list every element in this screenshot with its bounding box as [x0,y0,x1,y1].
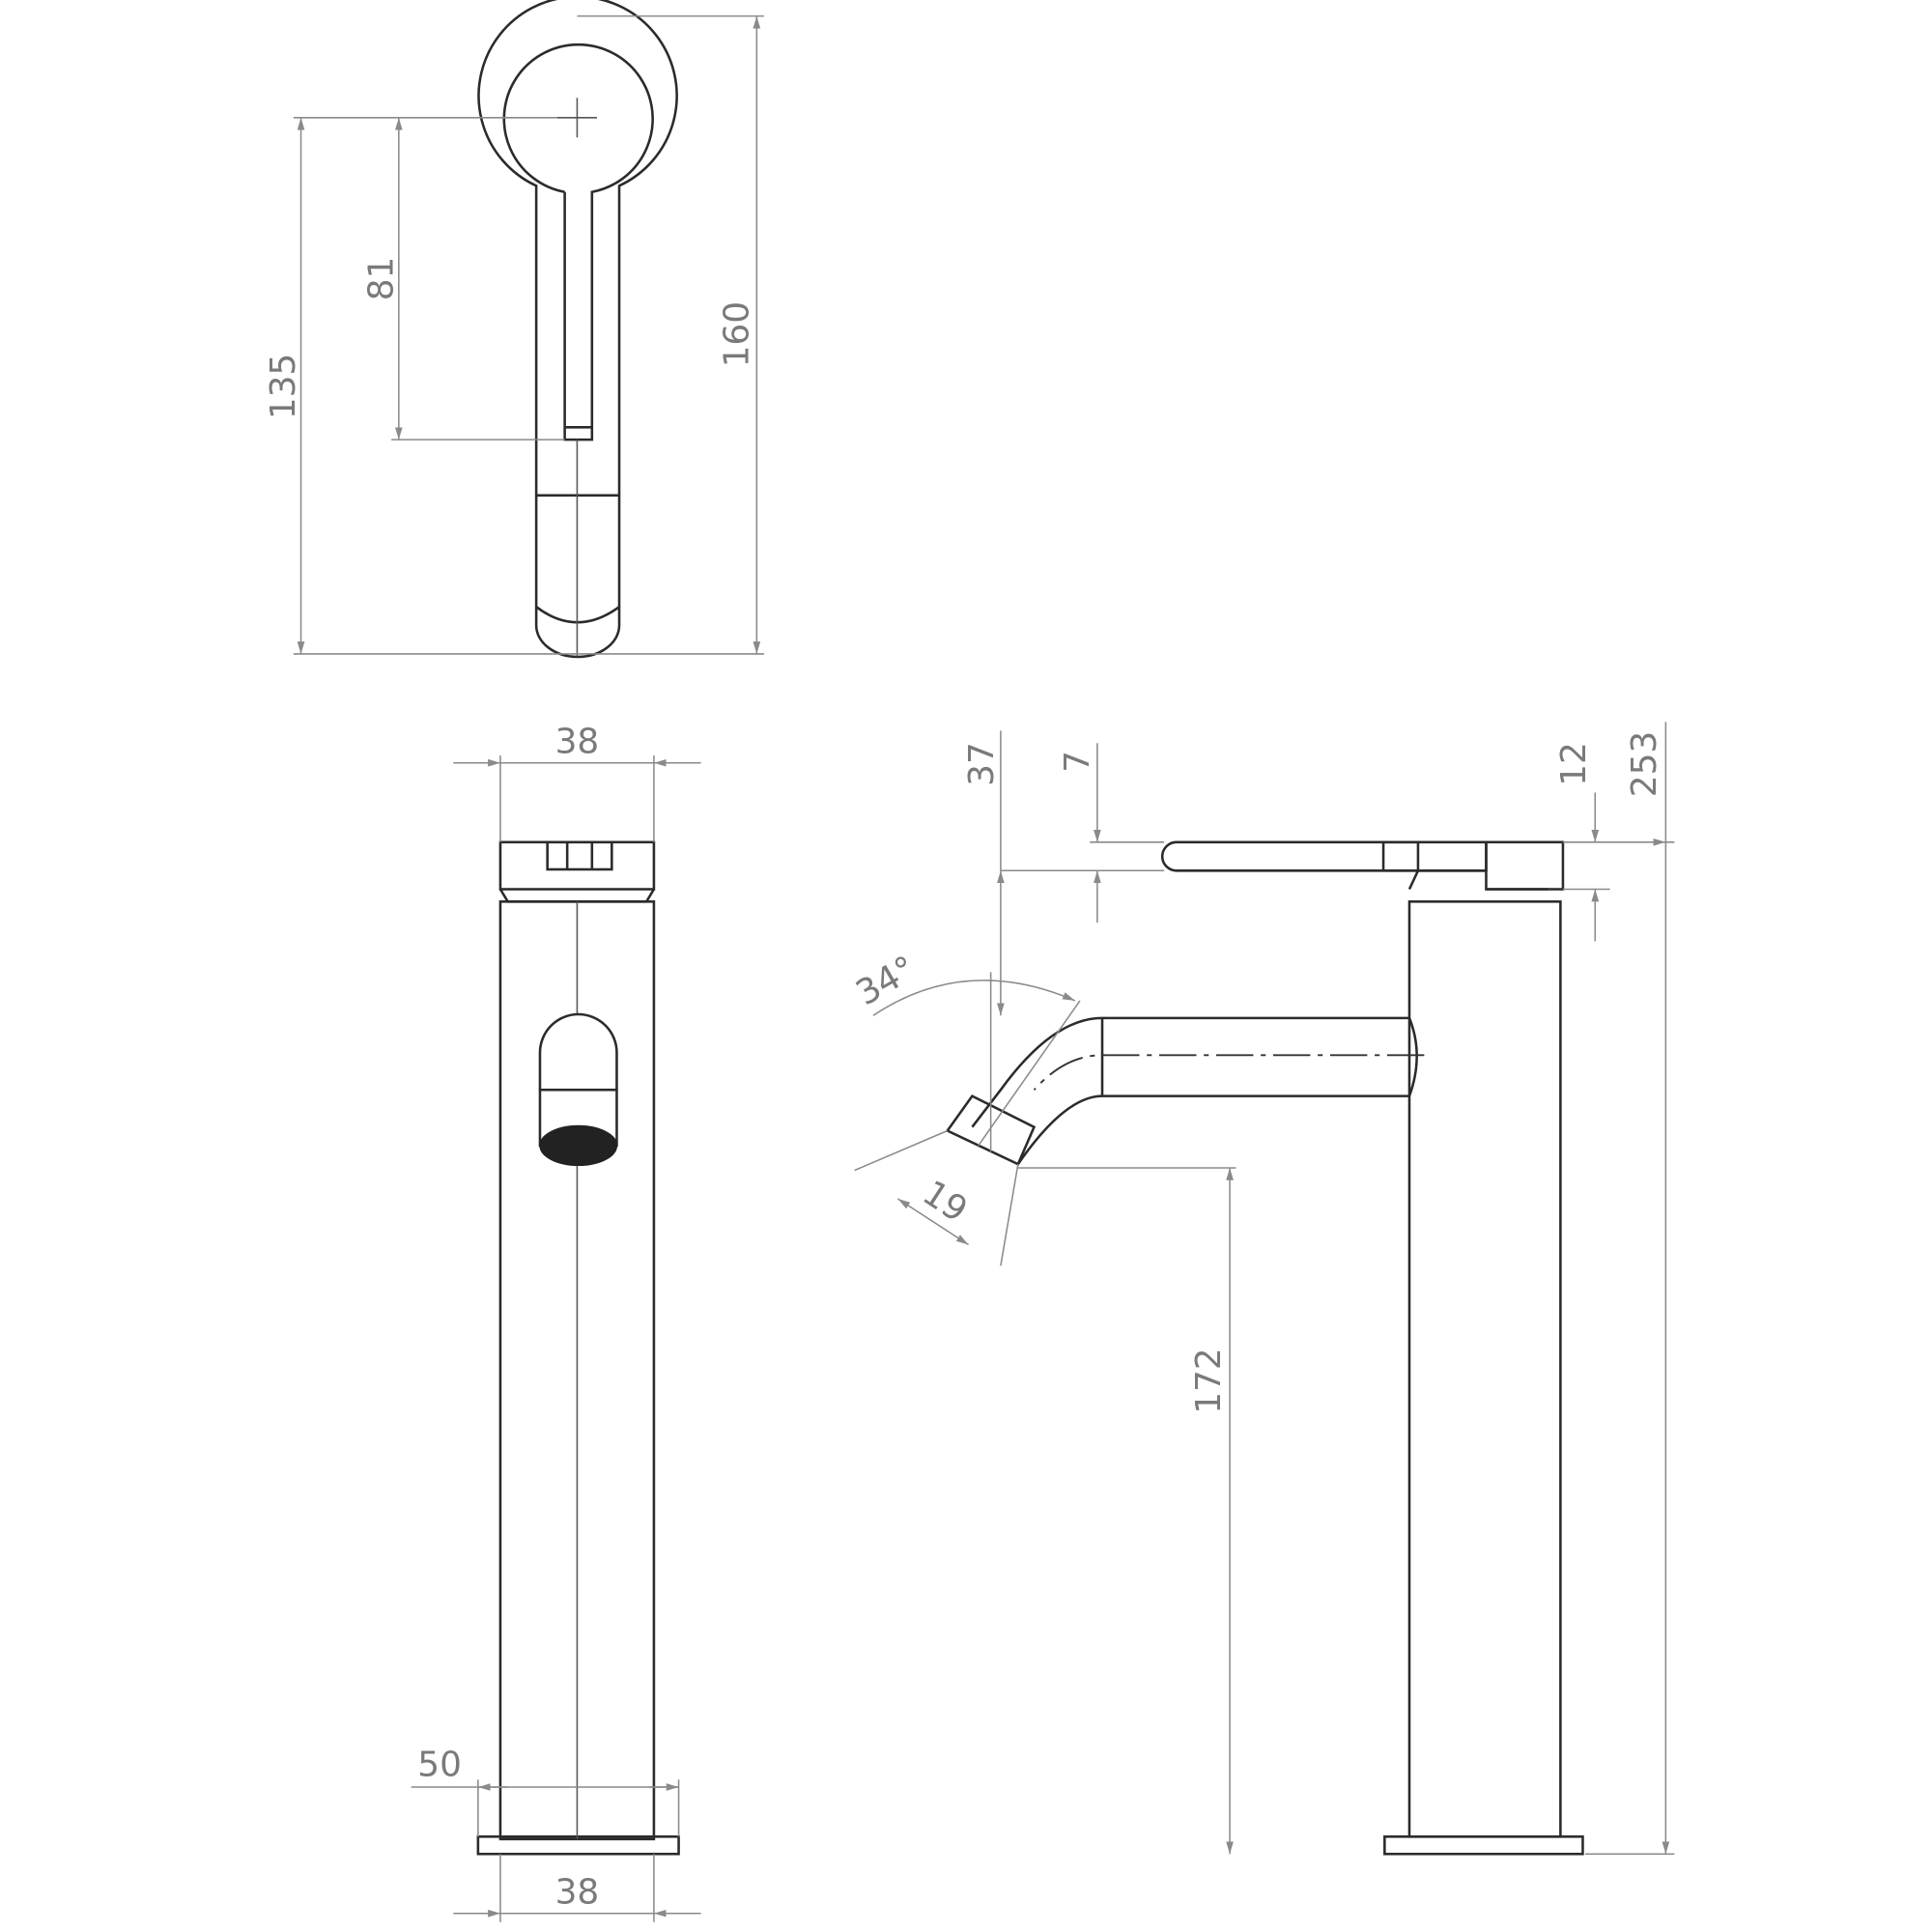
faucet-base [476,1835,680,1856]
dim-38-bottom: 38 [555,1873,600,1913]
dim-81: 81 [361,257,401,301]
handle-inner-ring [502,43,654,441]
side-body [1407,900,1562,1838]
dim-50: 50 [417,1745,462,1784]
lever [1161,840,1488,872]
spout [971,1016,1409,1165]
spout-front [538,1012,618,1091]
dim-37: 37 [962,742,1002,786]
dim-7: 7 [1058,751,1097,773]
dim-160: 160 [717,301,756,367]
dim-19: 19 [916,1174,975,1231]
aerator [539,1124,618,1167]
top-view: 135 81 160 [264,0,765,659]
front-view: 38 50 38 [411,722,701,1922]
side-view: 253 12 7 37 172 34° 19 [850,722,1675,1856]
dim-253: 253 [1625,731,1664,797]
dim-135: 135 [264,354,303,419]
dim-12: 12 [1554,742,1594,786]
dim-34-degrees: 34° [850,949,923,1013]
handle-outline [477,0,678,659]
dim-172: 172 [1189,1348,1229,1413]
cap [1485,840,1565,891]
dim-38-top: 38 [555,722,600,761]
